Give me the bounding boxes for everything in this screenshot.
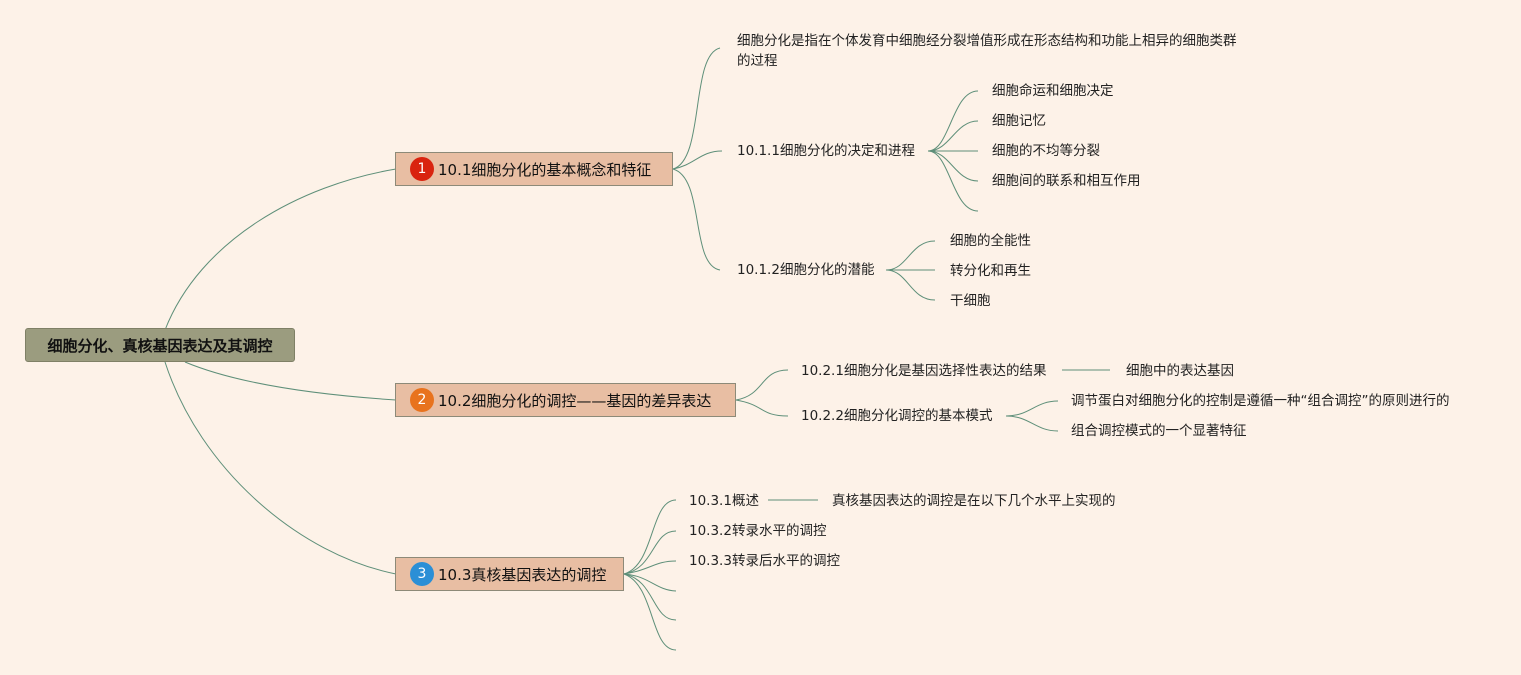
leaf-topic[interactable]: 细胞间的联系和相互作用 [992,173,1141,189]
subtopic-10-1-1[interactable]: 10.1.1细胞分化的决定和进程 [737,143,915,159]
branch-topic-label: 10.2细胞分化的调控——基因的差异表达 [438,391,712,410]
branch-topic-2[interactable]: 2 10.2细胞分化的调控——基因的差异表达 [395,383,736,417]
branch-topic-label: 10.3真核基因表达的调控 [438,565,607,584]
subtopic-10-2-1[interactable]: 10.2.1细胞分化是基因选择性表达的结果 [801,363,1047,379]
subtopic-10-1-2[interactable]: 10.1.2细胞分化的潜能 [737,262,875,278]
root-topic-label: 细胞分化、真核基因表达及其调控 [47,336,273,355]
leaf-topic[interactable]: 转分化和再生 [950,263,1031,279]
branch-topic-3[interactable]: 3 10.3真核基因表达的调控 [395,557,624,591]
subtopic-definition[interactable]: 细胞分化是指在个体发育中细胞经分裂增值形成在形态结构和功能上相异的细胞类群的过程 [737,33,1237,69]
branch-topic-label: 10.1细胞分化的基本概念和特征 [438,160,652,179]
subtopic-10-3-1[interactable]: 10.3.1概述 [689,493,759,509]
root-topic[interactable]: 细胞分化、真核基因表达及其调控 [25,328,295,362]
leaf-topic[interactable]: 组合调控模式的一个显著特征 [1071,423,1247,439]
leaf-topic[interactable]: 细胞的不均等分裂 [992,143,1100,159]
leaf-topic[interactable]: 细胞中的表达基因 [1126,363,1234,379]
leaf-topic[interactable]: 调节蛋白对细胞分化的控制是遵循一种“组合调控”的原则进行的 [1071,393,1450,409]
link-root-b1 [164,168,397,331]
leaf-topic[interactable]: 干细胞 [950,293,991,309]
number-badge-icon: 3 [410,562,434,586]
number-badge-icon: 1 [410,157,434,181]
leaf-topic[interactable]: 真核基因表达的调控是在以下几个水平上实现的 [832,493,1116,509]
link-root-b2 [184,361,397,401]
link-root-b3 [164,361,397,575]
leaf-topic[interactable]: 细胞命运和细胞决定 [992,83,1114,99]
branch-topic-1[interactable]: 1 10.1细胞分化的基本概念和特征 [395,152,673,186]
subtopic-10-2-2[interactable]: 10.2.2细胞分化调控的基本模式 [801,408,993,424]
subtopic-10-3-3[interactable]: 10.3.3转录后水平的调控 [689,553,840,569]
subtopic-10-3-2[interactable]: 10.3.2转录水平的调控 [689,523,827,539]
number-badge-icon: 2 [410,388,434,412]
leaf-topic[interactable]: 细胞记忆 [992,113,1046,129]
leaf-topic[interactable]: 细胞的全能性 [950,233,1031,249]
